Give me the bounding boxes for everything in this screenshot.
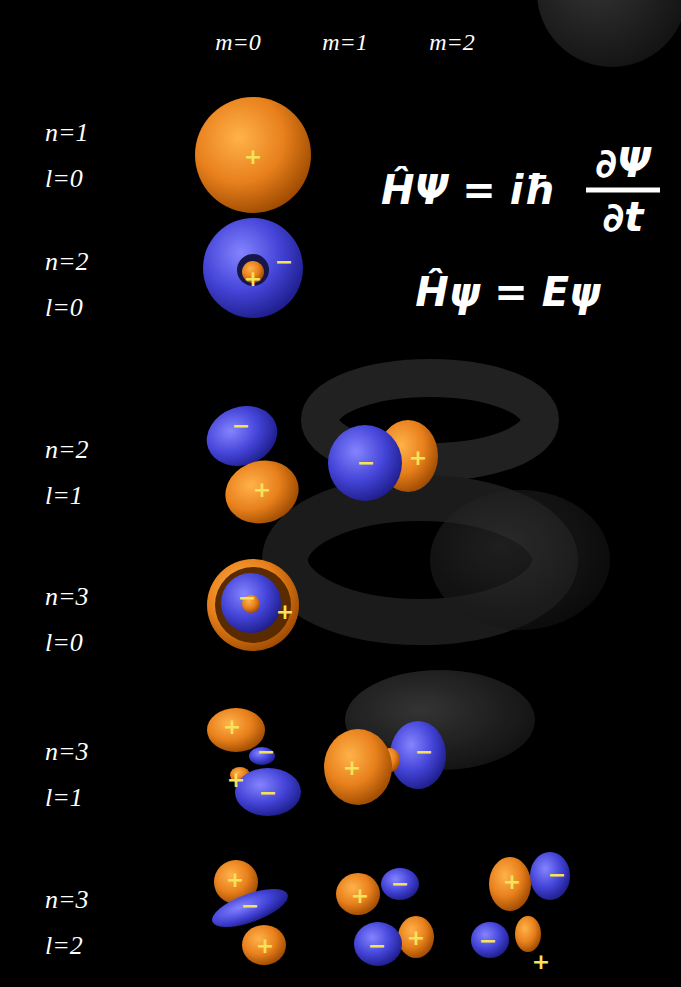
column-label: m=1: [322, 29, 368, 56]
orbital-lobe: [242, 925, 286, 965]
phase-sign: +: [351, 885, 369, 907]
phase-sign: −: [257, 741, 275, 763]
orbital-lobe: [207, 708, 265, 752]
orbital-lobe: [398, 916, 434, 958]
orbital-lobe: [203, 218, 303, 318]
phase-sign: −: [238, 587, 256, 609]
quantum-number-label: n=2 l=1: [45, 427, 111, 519]
phase-sign: +: [223, 716, 241, 738]
equation-numerator: ∂Ψ: [595, 140, 651, 186]
column-label: m=0: [215, 29, 261, 56]
orbital-2p-m0: [198, 396, 306, 531]
phase-sign: +: [503, 871, 521, 893]
orbital-lobe: [530, 852, 570, 900]
background-orbital: [285, 0, 681, 770]
orbital-2p-m1: [328, 420, 438, 501]
phase-sign: +: [276, 601, 294, 623]
phase-sign: +: [343, 757, 361, 779]
phase-sign: −: [415, 741, 433, 763]
phase-sign: +: [409, 447, 427, 469]
orbital-lobe: [218, 452, 306, 531]
phase-sign: −: [479, 930, 497, 952]
orbital-lobe: [471, 922, 509, 958]
orbital-3d-m1: [336, 868, 434, 966]
orbital-lobe: [381, 868, 419, 900]
orbital-lobe: [515, 916, 541, 952]
phase-sign: −: [275, 251, 293, 273]
phase-sign: −: [259, 782, 277, 804]
phase-sign: +: [226, 869, 244, 891]
orbital-3p-m1: [324, 721, 446, 805]
column-label: m=2: [429, 29, 475, 56]
background-blob: [430, 490, 610, 630]
orbital-3s: [207, 559, 299, 651]
orbital-lobe: [207, 559, 299, 651]
phase-sign: −: [391, 873, 409, 895]
equation-text: ĤΨ = iħ: [381, 167, 555, 213]
quantum-number-label: n=2 l=0: [45, 239, 111, 331]
phase-sign: −: [357, 452, 375, 474]
orbital-lobe: [354, 922, 402, 966]
orbital-lobe: [195, 97, 311, 213]
orbital-lobe: [489, 857, 531, 911]
phase-sign: +: [244, 268, 262, 290]
orbital-3d-m0: [208, 860, 293, 965]
orbital-2s: [203, 218, 303, 318]
phase-sign: −: [232, 415, 250, 437]
phase-sign: +: [407, 927, 425, 949]
phase-sign: +: [532, 951, 550, 973]
orbital-lobe: [328, 425, 402, 501]
equation-text: Ĥψ = Eψ: [415, 269, 601, 315]
phase-sign: +: [253, 479, 271, 501]
orbital-lobe: [221, 573, 281, 633]
fraction-bar: [586, 188, 660, 193]
orbital-lobe: [324, 729, 392, 805]
background-blob: [537, 0, 681, 67]
quantum-number-label: n=3 l=2: [45, 877, 111, 969]
phase-sign: −: [368, 935, 386, 957]
phase-sign: −: [241, 895, 259, 917]
quantum-number-label: n=1 l=0: [45, 110, 111, 202]
phase-sign: +: [227, 769, 245, 791]
orbital-3p-m0: [207, 708, 301, 816]
orbital-lobe: [208, 881, 293, 935]
phase-sign: −: [548, 864, 566, 886]
orbital-lobe: [336, 873, 380, 915]
phase-sign: +: [244, 146, 262, 168]
orbital-3d-m2: [471, 852, 570, 958]
orbital-1s: [195, 97, 311, 213]
quantum-number-label: n=3 l=0: [45, 574, 111, 666]
phase-sign: +: [256, 935, 274, 957]
quantum-number-label: n=3 l=1: [45, 729, 111, 821]
equation-denominator: ∂t: [603, 194, 644, 240]
